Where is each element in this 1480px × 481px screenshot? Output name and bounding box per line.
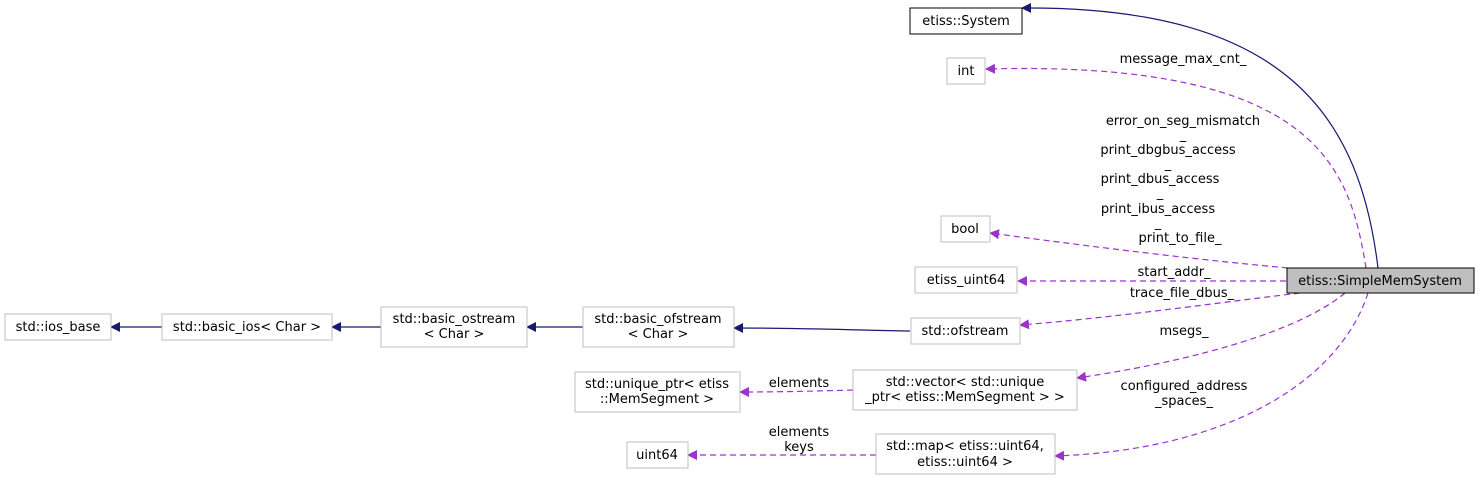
label-underscore: _ <box>1179 128 1187 143</box>
node-label-line2: _ptr< etiss::MemSegment > > <box>864 390 1065 405</box>
edges <box>110 2 1379 461</box>
label-print-ibus-access: print_ibus_access <box>1101 202 1215 217</box>
node-label-line2: etiss::uint64 > <box>917 455 1013 470</box>
label-print-dbus-access: print_dbus_access <box>1101 172 1220 187</box>
node-std-basic-ios[interactable]: std::basic_ios< Char > <box>161 313 333 341</box>
label-print-dbgbus-access: print_dbgbus_access <box>1100 143 1236 158</box>
node-label: etiss::SimpleMemSystem <box>1298 274 1462 289</box>
label-keys: keys <box>784 440 814 455</box>
label-configured-address: configured_address <box>1121 379 1248 394</box>
edge-basic-ofstream-to-ofstream <box>733 323 911 334</box>
node-label: std::ofstream <box>922 324 1009 339</box>
label-underscore: _ <box>1154 216 1162 231</box>
label-elements: elements <box>769 376 830 391</box>
node-bool[interactable]: bool <box>940 215 991 243</box>
node-label-line1: std::vector< std::unique <box>886 375 1045 390</box>
edge-vector-msegs <box>1076 292 1346 382</box>
node-std-basic-ostream[interactable]: std::basic_ostream < Char > <box>380 306 528 348</box>
node-std-basic-ofstream[interactable]: std::basic_ofstream < Char > <box>582 306 735 348</box>
edge-labels: message_max_cnt_ error_on_seg_mismatch _… <box>769 52 1260 455</box>
node-label: bool <box>951 222 979 237</box>
node-label: etiss_uint64 <box>927 273 1005 288</box>
node-label-line2: < Char > <box>424 327 485 342</box>
edge-int-message-max-cnt <box>985 63 1367 269</box>
label-elements: elements <box>769 425 830 440</box>
node-uint64[interactable]: uint64 <box>626 441 689 469</box>
node-etiss-system[interactable]: etiss::System <box>909 7 1023 35</box>
label-spaces: _spaces_ <box>1154 394 1213 409</box>
node-int[interactable]: int <box>946 57 986 85</box>
node-label-line1: std::basic_ostream <box>393 312 516 327</box>
node-etiss-simplememsystem[interactable]: etiss::SimpleMemSystem <box>1286 267 1475 294</box>
node-label-line1: std::unique_ptr< etiss <box>585 377 729 392</box>
label-msegs: msegs_ <box>1160 324 1209 339</box>
edge-bool-flags <box>989 229 1289 269</box>
label-message-max-cnt: message_max_cnt_ <box>1120 52 1247 67</box>
node-std-ofstream[interactable]: std::ofstream <box>910 317 1021 345</box>
node-label: uint64 <box>636 448 678 463</box>
node-etiss-uint64[interactable]: etiss_uint64 <box>914 266 1018 294</box>
node-std-map[interactable]: std::map< etiss::uint64, etiss::uint64 > <box>875 433 1056 475</box>
node-std-ios-base[interactable]: std::ios_base <box>4 313 112 341</box>
edge-system-to-simplememsystem <box>1021 2 1379 269</box>
node-label: etiss::System <box>922 14 1010 29</box>
label-start-addr: start_addr_ <box>1137 265 1211 280</box>
node-std-vector[interactable]: std::vector< std::unique _ptr< etiss::Me… <box>852 369 1078 411</box>
edge-ofstream-trace-file-dbus <box>1019 292 1301 330</box>
node-label-line1: std::map< etiss::uint64, <box>886 439 1044 454</box>
label-underscore: _ <box>1156 186 1164 201</box>
node-label: std::ios_base <box>16 320 101 335</box>
label-error-on-seg-mismatch: error_on_seg_mismatch <box>1106 114 1260 129</box>
label-trace-file-dbus: trace_file_dbus_ <box>1130 286 1235 301</box>
edge-map-configured-address-spaces <box>1054 292 1369 461</box>
node-std-unique-ptr[interactable]: std::unique_ptr< etiss ::MemSegment > <box>574 371 741 413</box>
node-label: int <box>958 64 975 79</box>
node-label-line1: std::basic_ofstream <box>594 312 721 327</box>
edge-unique-ptr-elements <box>739 386 854 397</box>
label-print-to-file: print_to_file_ <box>1139 231 1222 246</box>
node-label: std::basic_ios< Char > <box>173 320 321 335</box>
label-underscore: _ <box>1164 157 1172 172</box>
node-label-line2: ::MemSegment > <box>600 392 714 407</box>
node-label-line2: < Char > <box>628 327 689 342</box>
